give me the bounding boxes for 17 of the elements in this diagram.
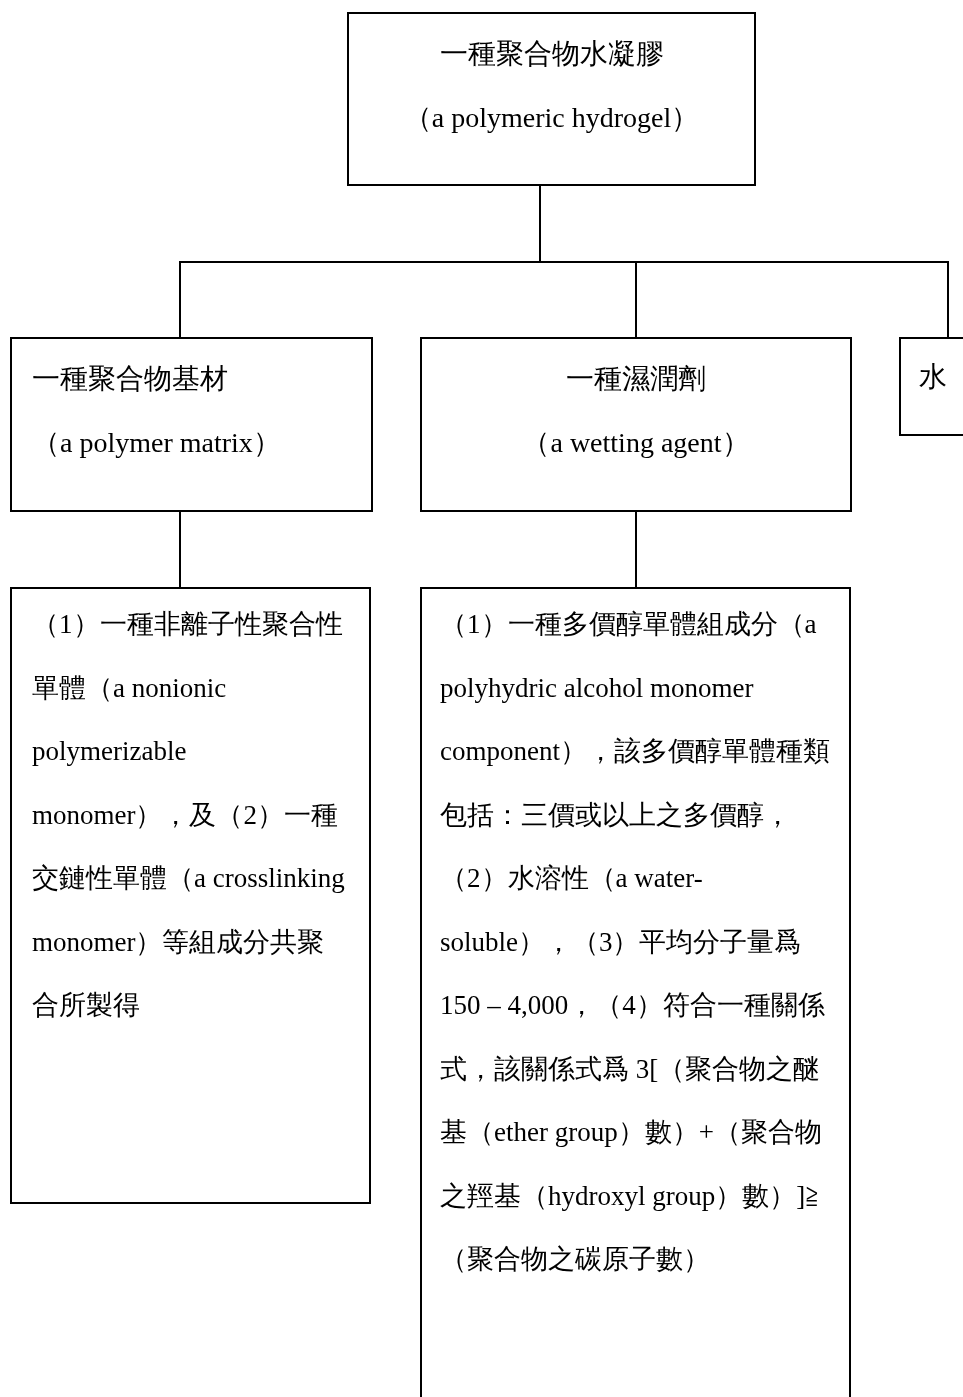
component-text: （1）一種非離子性聚合性單體（a nonionic polymerizable monomer），及（2）一種交鏈性單體（a crosslinking monomer）等組成分共聚合所製得 xyxy=(32,608,346,1022)
component-box xyxy=(420,587,851,1397)
component-text: （a wetting agent） xyxy=(521,426,751,460)
connector-line xyxy=(179,511,181,588)
component-box xyxy=(10,337,373,512)
component-box xyxy=(10,587,371,1204)
component-box xyxy=(899,337,963,436)
component-box xyxy=(420,337,852,512)
component-text: （a polymer matrix） xyxy=(32,426,282,460)
connector-line xyxy=(635,511,637,588)
component-text: 一種聚合物基材 xyxy=(32,362,229,396)
component-text: （a polymeric hydrogel） xyxy=(402,101,701,135)
component-text: （1）一種多價醇單體組成分（a polyhydric alcohol monomer component），該多價醇單體種類包括：三價或以上之多價醇，（2）水溶性（a water-soluble），（3）平均分子量爲 150 – 4,000，（4）符合一種關係式，該關係式爲 3[（聚合物之醚基（ether group）數）+（聚合物之羥基（hydroxyl group）數）]≧（聚合物之碳原子數） xyxy=(440,608,831,1276)
component-text: 水 xyxy=(919,360,948,394)
component-text: 一種聚合物水凝膠 xyxy=(438,37,665,71)
component-text: 一種濕潤劑 xyxy=(565,362,707,396)
component-box xyxy=(347,12,756,186)
